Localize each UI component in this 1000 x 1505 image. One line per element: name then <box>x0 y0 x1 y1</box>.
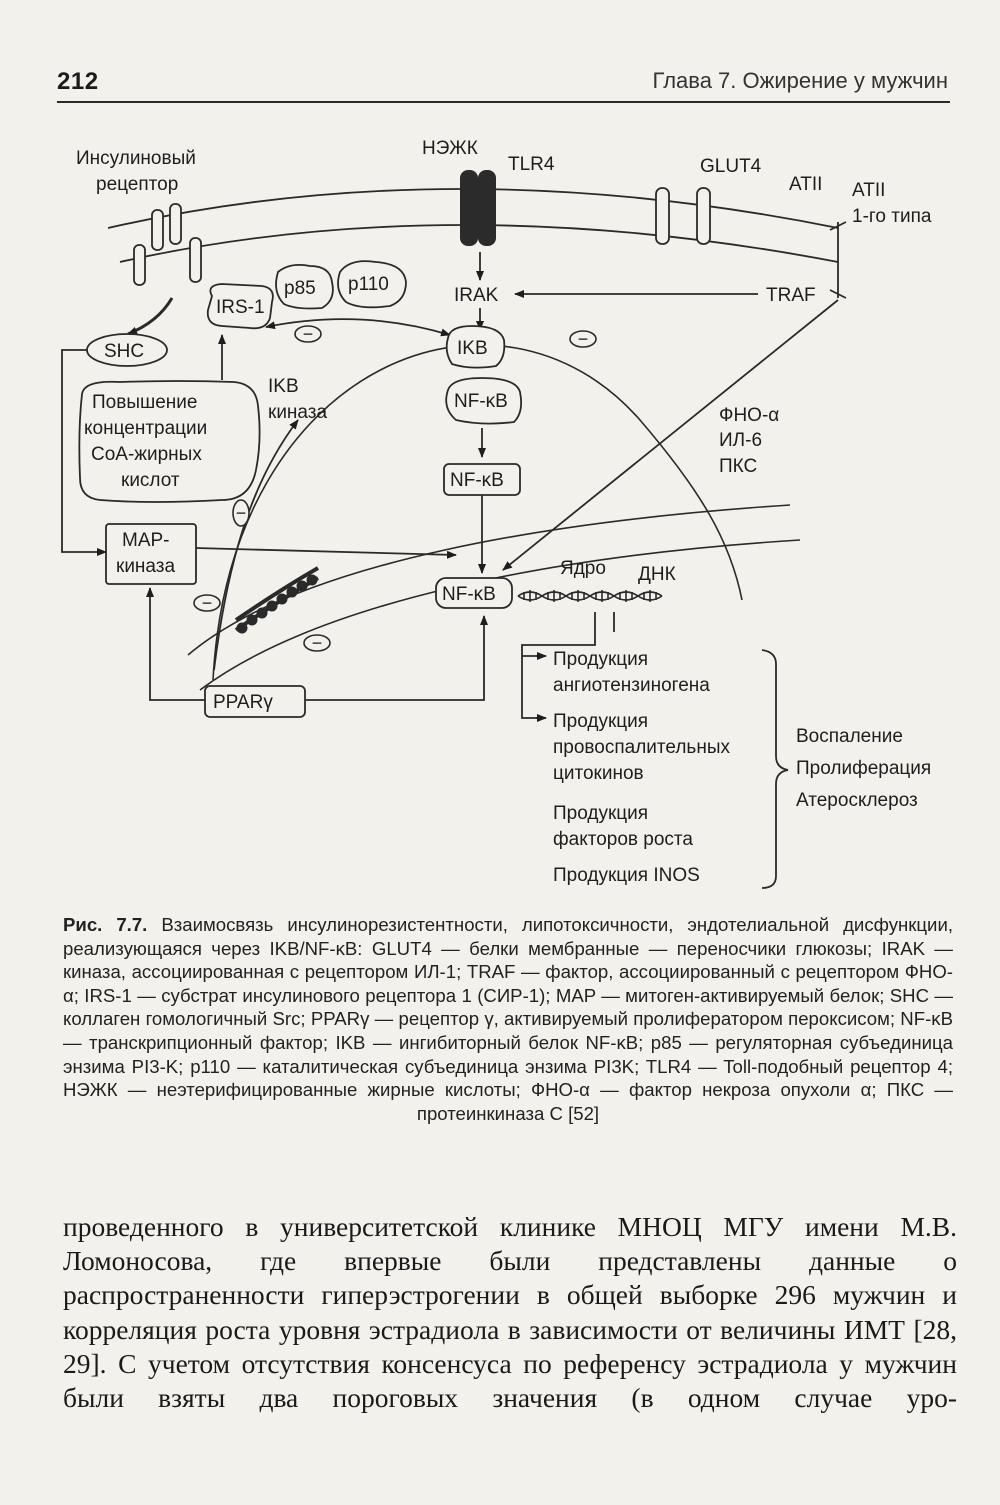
outcome-label: Пролиферация <box>796 758 931 779</box>
product-label: цитокинов <box>553 763 644 784</box>
product-label: провоспалительных <box>553 737 730 758</box>
traf-label: TRAF <box>766 285 816 306</box>
ikb-label: IKB <box>457 338 488 359</box>
ppar-label: PPARγ <box>213 692 273 713</box>
glut4-label: GLUT4 <box>700 156 762 177</box>
nfkb-label: NF-κB <box>442 584 496 605</box>
shc-to-map-arrow <box>61 349 107 556</box>
ppar-to-nfkb-arrow <box>306 615 488 701</box>
p85-node <box>275 263 334 310</box>
minus-mark: − <box>303 324 314 344</box>
insulin-receptor-shape <box>133 203 202 286</box>
minus-mark: − <box>578 329 589 349</box>
pkc-label: ПКС <box>719 456 757 477</box>
ikb-node <box>445 325 506 369</box>
tlr4-receptor-shape <box>460 170 496 246</box>
nfkb-label: NF-κB <box>454 391 508 412</box>
nuclear-pore-coils <box>236 574 318 634</box>
inhibition-marks <box>193 325 597 652</box>
atii1-label: 1-го типа <box>852 206 932 227</box>
map-kinase-label: киназа <box>116 556 175 577</box>
fatty-acid-label: CoA-жирных <box>91 444 202 465</box>
insulin-receptor-label: Инсулиновый <box>76 148 196 169</box>
glut4-shape <box>655 187 711 245</box>
irak-label: IRAK <box>454 285 499 306</box>
p85-label: p85 <box>284 278 316 299</box>
minus-mark: − <box>202 593 213 613</box>
dna-helix <box>517 590 663 602</box>
tlr4-label: TLR4 <box>508 154 555 175</box>
insulin-receptor-label: рецептор <box>96 174 178 195</box>
pathway-diagram: − − − − − Инсулиновый рецептор НЭЖК TLR4… <box>61 138 932 889</box>
irs1-node <box>206 283 274 330</box>
outcome-label: Атеросклероз <box>796 790 918 811</box>
ppar-to-map-arrow <box>146 587 205 701</box>
product-label: Продукция <box>553 803 648 824</box>
receptor-to-shc-arrow <box>127 297 174 336</box>
minus-mark: − <box>312 633 323 653</box>
map-to-nfkb-arrow <box>195 547 457 559</box>
irs1-ikb-inhibition <box>265 318 451 337</box>
map-kinase-label: MAP- <box>122 530 170 551</box>
nezhk-label: НЭЖК <box>422 138 478 159</box>
ikb-kinase-label: IKB <box>268 376 299 397</box>
dna-label: ДНК <box>638 564 676 585</box>
header-rule <box>57 101 950 103</box>
page-number: 212 <box>57 68 99 95</box>
p110-label: p110 <box>348 274 389 295</box>
nfkb-node-1 <box>445 377 523 425</box>
outcome-label: Воспаление <box>796 726 903 747</box>
figure-caption-text: Взаимосвязь инсулинорезистентности, липо… <box>63 914 953 1124</box>
tnf-label: ФНО-α <box>719 405 779 426</box>
figure-caption-label: Рис. 7.7. <box>63 914 148 935</box>
nfkb-node-2 <box>443 463 521 496</box>
product-label: Продукция INOS <box>553 865 700 886</box>
atii-label: ATII <box>789 174 822 195</box>
ppar-node <box>204 685 306 718</box>
nucleus-label: Ядро <box>560 558 606 579</box>
shc-label: SHC <box>104 341 144 362</box>
product-label: факторов роста <box>553 829 693 850</box>
fa-node <box>78 380 261 503</box>
body-paragraph: проведенного в университетской клинике М… <box>63 1211 957 1414</box>
nfkb-label: NF-κB <box>450 470 504 491</box>
product-label: Продукция <box>553 649 648 670</box>
ikb-kinase-label: киназа <box>268 402 327 423</box>
fatty-acid-label: кислот <box>121 470 180 491</box>
outcomes-brace <box>761 649 789 889</box>
running-head: Глава 7. Ожирение у мужчин <box>652 68 948 93</box>
atii1-label: ATII <box>852 180 885 201</box>
p110-node <box>337 260 407 309</box>
product-label: ангиотензиногена <box>553 675 710 696</box>
shc-node <box>86 333 168 367</box>
fatty-acid-label: Повышение <box>92 392 197 413</box>
figure-caption: Рис. 7.7. Взаимосвязь инсулинорезистентн… <box>63 913 953 1125</box>
irs1-label: IRS-1 <box>216 297 265 318</box>
fatty-acid-label: концентрации <box>84 418 207 439</box>
map-kinase-node <box>105 523 197 585</box>
nfkb-nucleus-node <box>435 577 513 609</box>
minus-mark: − <box>236 503 247 523</box>
product-label: Продукция <box>553 711 648 732</box>
il6-label: ИЛ-6 <box>719 430 762 451</box>
atii1-to-nfkb-arrow <box>502 299 839 571</box>
